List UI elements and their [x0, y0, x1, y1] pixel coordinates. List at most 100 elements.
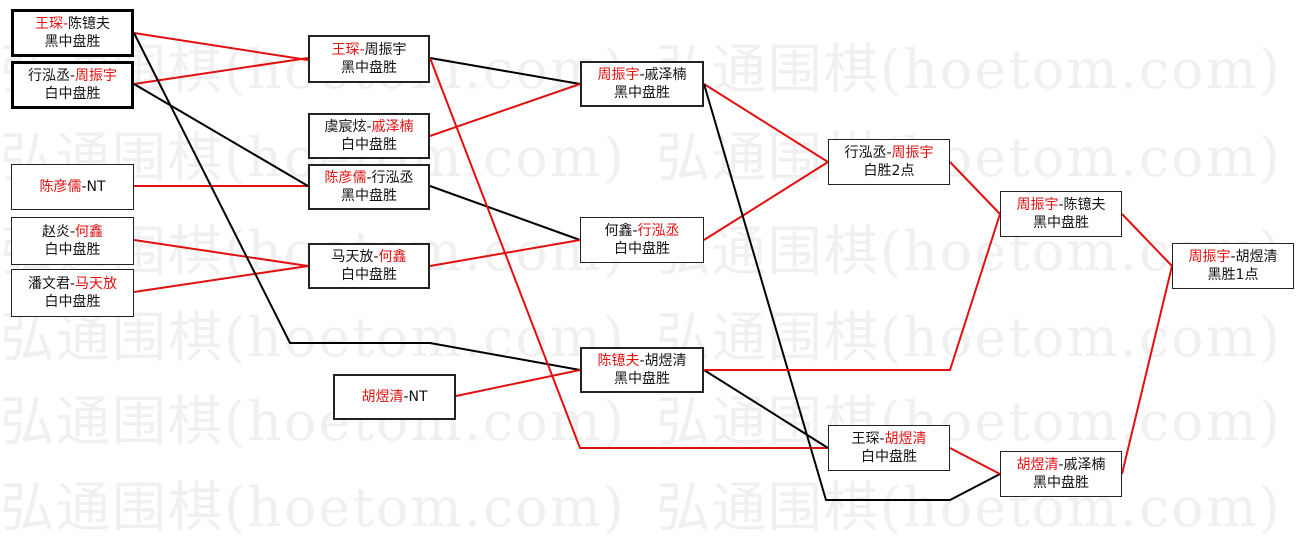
player-winner: 王琛	[34, 16, 63, 32]
match-result: 白中盘胜	[341, 137, 397, 153]
separator: -	[639, 353, 645, 369]
separator: -	[81, 179, 87, 195]
match-box: 陈镱夫-胡煜清 黑中盘胜	[580, 347, 704, 393]
match-result: 黑中盘胜	[341, 60, 397, 76]
separator: -	[69, 68, 76, 84]
connector-line	[429, 57, 581, 85]
match-players: 周振宇-陈镱夫	[1016, 196, 1105, 214]
connector-line	[949, 161, 1001, 215]
connector-line	[703, 83, 1001, 501]
player-winner: 胡煜清	[361, 389, 404, 405]
separator: -	[403, 389, 409, 405]
match-result: 黑中盘胜	[1033, 215, 1089, 231]
player-winner: 周振宇	[75, 68, 118, 84]
player-loser: 行泓丞	[844, 145, 887, 161]
separator: -	[366, 119, 372, 135]
match-result: 白胜2点	[863, 163, 915, 179]
player-loser: 行泓丞	[27, 68, 70, 84]
connector-line	[703, 369, 829, 449]
connector-line	[429, 57, 828, 449]
match-result: 白中盘胜	[861, 449, 917, 465]
player-loser: 王琛	[851, 431, 880, 447]
player-winner: 何鑫	[75, 224, 104, 240]
connector-line	[455, 369, 581, 397]
match-players: 虞宸炫-戚泽楠	[324, 118, 413, 136]
player-winner: 陈彦儒	[324, 170, 367, 186]
match-players: 周振宇-戚泽楠	[597, 66, 686, 84]
match-box: 王琛-陈镱夫 黑中盘胜	[11, 9, 134, 57]
player-loser: 潘文君	[27, 276, 70, 292]
player-winner: 周振宇	[891, 145, 934, 161]
match-players: 赵炎-何鑫	[42, 223, 103, 241]
separator: -	[359, 42, 365, 58]
match-result: 黑中盘胜	[44, 34, 101, 50]
player-winner: 陈彦儒	[39, 179, 82, 195]
separator: -	[69, 224, 76, 240]
match-result: 黑中盘胜	[614, 85, 670, 101]
player-loser: 戚泽楠	[644, 67, 687, 83]
match-box: 潘文君-马天放 白中盘胜	[11, 269, 134, 317]
connector-line	[703, 83, 829, 163]
player-loser: 何鑫	[604, 223, 633, 239]
player-loser: 赵炎	[41, 224, 70, 240]
match-box: 王琛-周振宇 黑中盘胜	[308, 35, 430, 83]
player-bye: NT	[86, 179, 106, 195]
player-loser: 马天放	[331, 249, 374, 265]
match-players: 行泓丞-周振宇	[844, 144, 933, 162]
match-players: 马天放-何鑫	[331, 248, 406, 266]
player-winner: 何鑫	[378, 249, 407, 265]
separator: -	[1058, 197, 1064, 213]
match-players: 王琛-周振宇	[331, 41, 406, 59]
player-loser: 胡煜清	[644, 353, 687, 369]
connector-line	[429, 83, 581, 137]
player-winner: 陈镱夫	[597, 353, 640, 369]
watermark-row: 弘通围棋(hoetom.com)弘通围棋(hoetom.com)	[0, 476, 1282, 539]
match-players: 何鑫-行泓丞	[604, 222, 679, 240]
watermark-row: 弘通围棋(hoetom.com)弘通围棋(hoetom.com)	[0, 390, 1282, 453]
match-box: 赵炎-何鑫 白中盘胜	[11, 217, 134, 265]
separator: -	[879, 431, 885, 447]
separator: -	[69, 276, 76, 292]
match-box: 何鑫-行泓丞 白中盘胜	[580, 217, 704, 263]
connector-line	[704, 213, 1001, 371]
match-players: 陈彦儒-行泓丞	[324, 169, 413, 187]
connector-line	[429, 185, 581, 241]
match-result: 黑中盘胜	[341, 188, 397, 204]
separator: -	[1230, 249, 1236, 265]
connector-line	[133, 32, 581, 371]
match-result: 白中盘胜	[341, 267, 397, 283]
match-result: 黑中盘胜	[1033, 475, 1089, 491]
match-box: 胡煜清-戚泽楠 黑中盘胜	[1000, 451, 1122, 497]
match-players: 胡煜清-NT	[361, 388, 427, 406]
player-bye: NT	[408, 389, 428, 405]
match-box: 周振宇-陈镱夫 黑中盘胜	[1000, 191, 1122, 237]
player-winner: 周振宇	[1016, 197, 1059, 213]
player-loser: 行泓丞	[371, 170, 414, 186]
match-result: 白中盘胜	[614, 241, 670, 257]
final-match-box: 周振宇-胡煜清 黑胜1点	[1172, 243, 1294, 289]
match-result: 白中盘胜	[44, 242, 101, 258]
player-winner: 王琛	[331, 42, 360, 58]
separator: -	[373, 249, 379, 265]
connector-line	[133, 83, 309, 187]
separator: -	[639, 67, 645, 83]
connector-line	[1121, 213, 1173, 267]
player-winner: 胡煜清	[1016, 457, 1059, 473]
match-box: 胡煜清-NT	[333, 374, 456, 420]
connector-line	[133, 239, 309, 267]
match-result: 白中盘胜	[44, 294, 101, 310]
connector-line	[703, 161, 829, 241]
connector-line	[1121, 265, 1173, 475]
match-box: 王琛-胡煜清 白中盘胜	[828, 425, 950, 471]
match-players: 胡煜清-戚泽楠	[1016, 456, 1105, 474]
player-winner: 胡煜清	[884, 431, 927, 447]
player-winner: 周振宇	[1188, 249, 1231, 265]
match-players: 潘文君-马天放	[28, 275, 117, 293]
match-box: 陈彦儒-行泓丞 黑中盘胜	[308, 164, 430, 210]
player-winner: 周振宇	[597, 67, 640, 83]
player-loser: 戚泽楠	[1063, 457, 1106, 473]
match-players: 周振宇-胡煜清	[1188, 248, 1277, 266]
match-box: 行泓丞-周振宇 白中盘胜	[11, 61, 134, 109]
player-winner: 戚泽楠	[371, 119, 414, 135]
